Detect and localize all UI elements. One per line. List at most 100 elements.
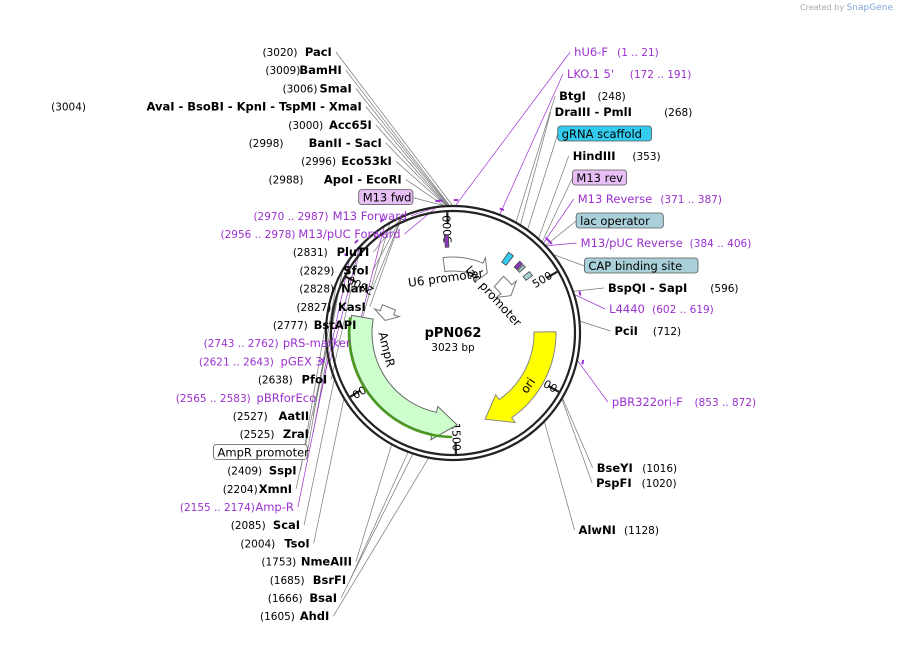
leader-line — [333, 458, 429, 617]
label-paci[interactable]: PacI(3020) — [263, 45, 332, 59]
amp-r-label-name: Amp-R — [255, 500, 294, 514]
u6-promoter-feature-arrow[interactable] — [442, 255, 488, 283]
m13-fwd-block[interactable] — [443, 234, 450, 248]
label-pfoi[interactable]: PfoI(2638) — [258, 373, 327, 387]
label-avai-bsobi-kpni-tspmi-xmai[interactable]: AvaI - BsoBI - KpnI - TspMI - XmaI(3004) — [51, 100, 362, 114]
m13-fwd-label-box[interactable] — [358, 189, 414, 206]
label-hindiii[interactable]: HindIII(353) — [573, 149, 661, 163]
label-draiii-pmli[interactable]: DraIII - PmlI(268) — [555, 105, 693, 119]
prs-marker-label-position: (2743 .. 2762) — [204, 338, 279, 350]
m13-forward-label-position: (2970 .. 2987) — [253, 211, 328, 223]
label-m13-puc-reverse[interactable]: M13/pUC Reverse(384 .. 406) — [581, 236, 752, 250]
label-m13-rev[interactable]: M13 rev — [571, 169, 627, 186]
label-amp-r[interactable]: Amp-R(2155 .. 2174) — [180, 500, 294, 514]
label-bamhi[interactable]: BamHI(3009) — [265, 63, 341, 77]
label-smai[interactable]: SmaI(3006) — [283, 81, 352, 95]
primer-site-mark — [544, 236, 550, 242]
cap-site-block[interactable] — [522, 271, 534, 281]
leader-line — [295, 349, 327, 489]
m13-rev-block[interactable] — [513, 260, 524, 271]
label-pcii[interactable]: PciI(712) — [614, 324, 681, 338]
grna-scaffold-block[interactable] — [501, 251, 515, 266]
avai-bsobi-kpni-tspmi-xmai-label-position: (3004) — [51, 102, 86, 114]
label-hu6-f[interactable]: hU6-F (1 .. 21) — [574, 45, 659, 59]
label-pspfi[interactable]: PspFI(1020) — [596, 476, 676, 490]
leader-line — [395, 160, 447, 206]
label-l4440[interactable]: L4440(602 .. 619) — [609, 302, 714, 316]
m13-rev-label-box[interactable] — [571, 169, 627, 186]
sfoi-label-name: SfoI — [343, 263, 368, 277]
primer-site-mark — [548, 240, 553, 245]
label-apoi-ecori[interactable]: ApoI - EcoRI(2988) — [269, 172, 402, 186]
backbone-outer — [324, 204, 582, 462]
label-eco53ki[interactable]: Eco53kI(2996) — [301, 154, 392, 168]
label-m13-fwd[interactable]: M13 fwd — [358, 189, 414, 206]
label-zrai[interactable]: ZraI(2525) — [240, 427, 309, 441]
eco53ki-label-name: Eco53kI — [341, 154, 392, 168]
label-nari[interactable]: NarI(2828) — [299, 282, 368, 296]
tick-label-500: 500 — [530, 269, 555, 291]
label-bstapi[interactable]: BstAPI(2777) — [273, 318, 357, 332]
label-alwni[interactable]: AlwNI(1128) — [579, 523, 659, 537]
hu6-f-label-name: hU6-F — [574, 45, 608, 59]
cap-binding-site-label-text: CAP binding site — [588, 259, 682, 273]
primer-site-mark — [379, 218, 385, 223]
alwni-label-position: (1128) — [624, 525, 659, 537]
label-tsoi[interactable]: TsoI(2004) — [240, 536, 309, 550]
label-pluti[interactable]: PluTI(2831) — [293, 245, 369, 259]
l4440-label-name: L4440 — [609, 302, 645, 316]
ori-feature-arrow[interactable] — [484, 331, 557, 424]
label-nmeaiii[interactable]: NmeAIII(1753) — [261, 555, 352, 569]
leader-line — [303, 380, 335, 526]
label-cap-binding-site[interactable]: CAP binding site — [584, 257, 699, 274]
scai-label-name: ScaI — [273, 518, 300, 532]
label-bsai[interactable]: BsaI(1666) — [268, 591, 337, 605]
label-btgi[interactable]: BtgI(248) — [559, 89, 626, 103]
label-bseyi[interactable]: BseYI(1016) — [597, 461, 677, 475]
label-bsrfi[interactable]: BsrFI(1685) — [270, 573, 346, 587]
label-xmni[interactable]: XmnI(2204) — [223, 482, 292, 496]
label-banii-saci[interactable]: BanII - SacI(2998) — [249, 136, 382, 150]
bamhi-label-name: BamHI — [299, 63, 341, 77]
grna-scaffold-label-box[interactable] — [557, 125, 652, 142]
label-kasi[interactable]: KasI(2827) — [296, 300, 365, 314]
label-m13-forward[interactable]: M13 Forward(2970 .. 2987) — [253, 209, 407, 223]
m13-puc-forward-label-position: (2956 .. 2978) — [221, 229, 296, 241]
label-prs-marker[interactable]: pRS-marker(2743 .. 2762) — [204, 336, 351, 350]
label-pbr322ori-f[interactable]: pBR322ori-F(853 .. 872) — [612, 395, 756, 409]
label-lac-operator[interactable]: lac operator — [575, 212, 664, 229]
hu6-f-label-position: (1 .. 21) — [617, 47, 659, 59]
smai-label-name: SmaI — [320, 81, 352, 95]
label-pgex-3[interactable]: pGEX 3'(2621 .. 2643) — [199, 354, 326, 368]
label-scai[interactable]: ScaI(2085) — [231, 518, 300, 532]
leader-line — [575, 294, 606, 310]
label-sspi[interactable]: SspI(2409) — [227, 464, 296, 478]
label-ahdi[interactable]: AhdI(1605) — [260, 609, 329, 623]
ampr-promoter-label-text: AmpR promoter — [218, 445, 310, 459]
label-m13-puc-forward[interactable]: M13/pUC Forward(2956 .. 2978) — [221, 227, 401, 241]
lac-operator-block[interactable] — [517, 264, 526, 273]
label-bspqi-sapi[interactable]: BspQI - SapI(596) — [608, 281, 739, 295]
label-lko-1-5[interactable]: LKO.1 5'(172 .. 191) — [567, 67, 691, 81]
primer-site-mark — [499, 207, 505, 212]
label-pbrforeco[interactable]: pBRforEco(2565 .. 2583) — [176, 391, 316, 405]
label-ampr-promoter[interactable]: AmpR promoter — [213, 443, 310, 460]
acc65i-label-name: Acc65I — [329, 118, 372, 132]
label-aatii[interactable]: AatII(2527) — [233, 409, 309, 423]
paci-label-position: (3020) — [263, 47, 298, 59]
lac-promoter-feature-arrow[interactable] — [493, 275, 518, 299]
credit-prefix: Created by — [800, 3, 845, 12]
tick-label-1500: 1500 — [449, 423, 463, 451]
xmni-label-position: (2204) — [223, 484, 258, 496]
label-m13-reverse[interactable]: M13 Reverse(371 .. 387) — [578, 192, 722, 206]
label-sfoi[interactable]: SfoI(2829) — [299, 263, 368, 277]
label-grna-scaffold[interactable]: gRNA scaffold — [557, 125, 652, 142]
label-acc65i[interactable]: Acc65I(3000) — [288, 118, 372, 132]
lac-operator-label-box[interactable] — [575, 212, 664, 229]
leader-line — [499, 73, 564, 215]
tick-500 — [546, 270, 558, 279]
cap-binding-site-label-box[interactable] — [584, 257, 699, 274]
ampr-promoter-label-box[interactable] — [213, 443, 308, 460]
map-labels[interactable]: PacI(3020) BamHI(3009) SmaI(3006) AvaI - Bs… — [51, 45, 756, 623]
amp-promoter-feature-arrow[interactable] — [372, 304, 402, 322]
